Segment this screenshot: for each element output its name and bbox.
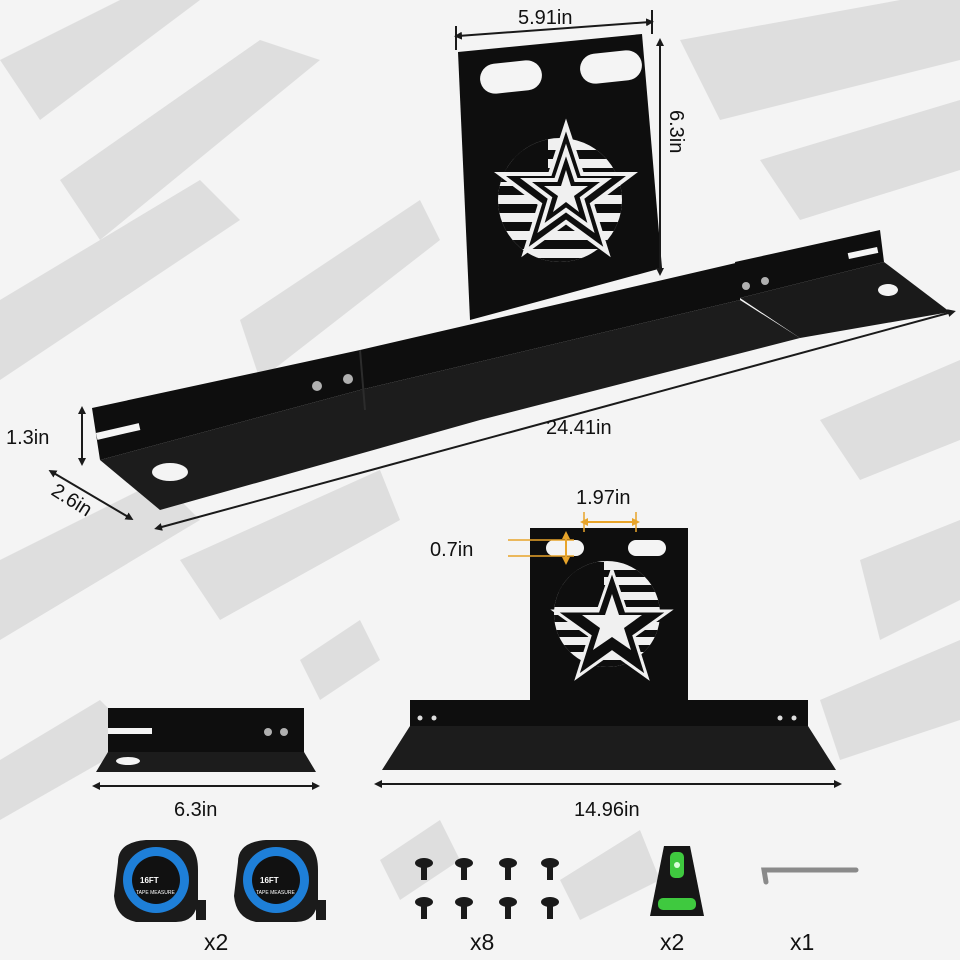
center-dimension-lines	[374, 512, 842, 788]
main-length-label: 24.41in	[546, 417, 612, 439]
tape-measure-face-text: 16FT	[260, 876, 279, 885]
main-dimension-lines	[48, 10, 956, 531]
star-flag-emblem	[494, 118, 638, 262]
short-rail-length-label: 6.3in	[174, 799, 217, 821]
main-width-label: 5.91in	[518, 7, 573, 29]
screws-quantity: x8	[470, 929, 494, 955]
tape-measure-icon: 16FT TAPE MEASURE	[234, 840, 326, 922]
star-flag-emblem-small	[550, 561, 674, 681]
tape-measure-icon: 16FT TAPE MEASURE	[114, 840, 206, 922]
tape-measure-face-subtext: TAPE MEASURE	[256, 890, 295, 896]
slot-spacing-label: 1.97in	[576, 487, 631, 509]
side-height-label: 1.3in	[6, 427, 49, 449]
center-piece	[382, 528, 836, 770]
side-depth-label: 2.6in	[47, 480, 95, 522]
tape-measure-quantity: x2	[204, 929, 228, 955]
center-length-label: 14.96in	[574, 799, 640, 821]
allen-key-icon	[761, 867, 859, 885]
allen-key-quantity: x1	[790, 929, 814, 955]
spirit-level-icon	[650, 846, 704, 916]
main-height-label: 6.3in	[665, 110, 687, 153]
tape-measure-face-text: 16FT	[140, 876, 159, 885]
short-rail	[96, 708, 316, 772]
tape-measure-face-subtext: TAPE MEASURE	[136, 890, 175, 896]
screw-icon	[415, 858, 559, 919]
slot-height-label: 0.7in	[430, 539, 473, 561]
spirit-level-quantity: x2	[660, 929, 684, 955]
